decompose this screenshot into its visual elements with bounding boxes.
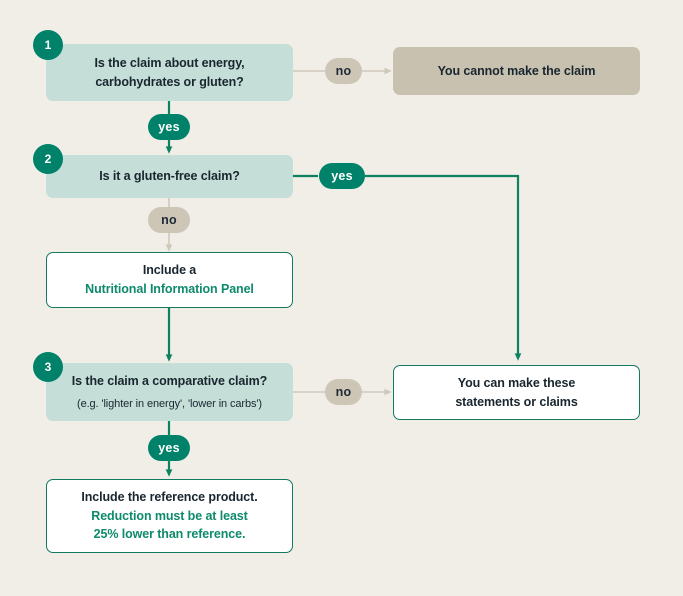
edge-label-q3-yes: yes [148, 435, 190, 461]
step-badge-2: 2 [33, 144, 63, 174]
reference-line-3: 25% lower than reference. [93, 527, 246, 542]
question-box-1[interactable]: Is the claim about energy, carbohydrates… [46, 44, 293, 101]
question-box-3[interactable]: Is the claim a comparative claim? (e.g. … [46, 363, 293, 421]
action-box-nutritional-information-panel[interactable]: Include a Nutritional Information Panel [46, 252, 293, 308]
edge-label-q3-no: no [325, 379, 362, 405]
terminal-cannot-make-claim-label: You cannot make the claim [437, 63, 596, 78]
terminal-can-make-claims[interactable]: You can make these statements or claims [393, 365, 640, 420]
edge-q2-yes [293, 174, 522, 361]
step-badge-2-number: 2 [44, 152, 52, 166]
nip-line-2: Nutritional Information Panel [85, 282, 254, 296]
question-3-subtitle: (e.g. 'lighter in energy', 'lower in car… [77, 397, 262, 410]
reference-line-1: Include the reference product. [81, 489, 258, 504]
edge-label-q2-no: no [148, 207, 190, 233]
question-2-title: Is it a gluten-free claim? [99, 169, 240, 184]
step-badge-1-number: 1 [44, 38, 52, 52]
question-box-2[interactable]: Is it a gluten-free claim? [46, 155, 293, 198]
question-1-title: Is the claim about energy, carbohydrates… [94, 56, 245, 89]
terminal-cannot-make-claim: You cannot make the claim [393, 47, 640, 95]
can-make-claims-line-1: You can make these [457, 375, 576, 390]
can-make-claims-line-2: statements or claims [455, 394, 578, 409]
step-badge-3-number: 3 [44, 360, 52, 374]
nip-line-1: Include a [142, 263, 197, 278]
step-badge-3: 3 [33, 352, 63, 382]
edge-label-q1-no: no [325, 58, 362, 84]
reference-line-2: Reduction must be at least [91, 508, 248, 523]
edge-label-q2-yes: yes [319, 163, 365, 189]
action-box-reference-product[interactable]: Include the reference product. Reduction… [46, 479, 293, 553]
step-badge-1: 1 [33, 30, 63, 60]
edge-label-q1-yes: yes [148, 114, 190, 140]
question-3-title: Is the claim a comparative claim? [71, 373, 268, 388]
